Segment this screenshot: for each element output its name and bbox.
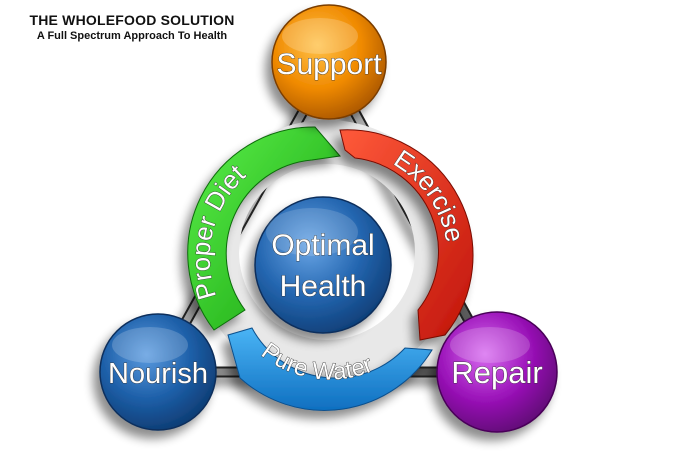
support-label: Support — [276, 48, 382, 81]
repair-node: Repair — [436, 311, 558, 433]
optimal-health-circle: Optimal Health — [254, 196, 392, 334]
page-subtitle: A Full Spectrum Approach To Health — [36, 30, 228, 42]
repair-label: Repair — [451, 355, 542, 390]
support-node: Support — [271, 4, 387, 120]
header: THE WHOLEFOOD SOLUTION A Full Spectrum A… — [12, 12, 252, 43]
nourish-node: Nourish — [99, 313, 217, 431]
health-label: Health — [280, 270, 367, 303]
optimal-label: Optimal — [271, 229, 374, 262]
nourish-label: Nourish — [108, 358, 208, 390]
page-title: THE WHOLEFOOD SOLUTION — [29, 12, 235, 28]
